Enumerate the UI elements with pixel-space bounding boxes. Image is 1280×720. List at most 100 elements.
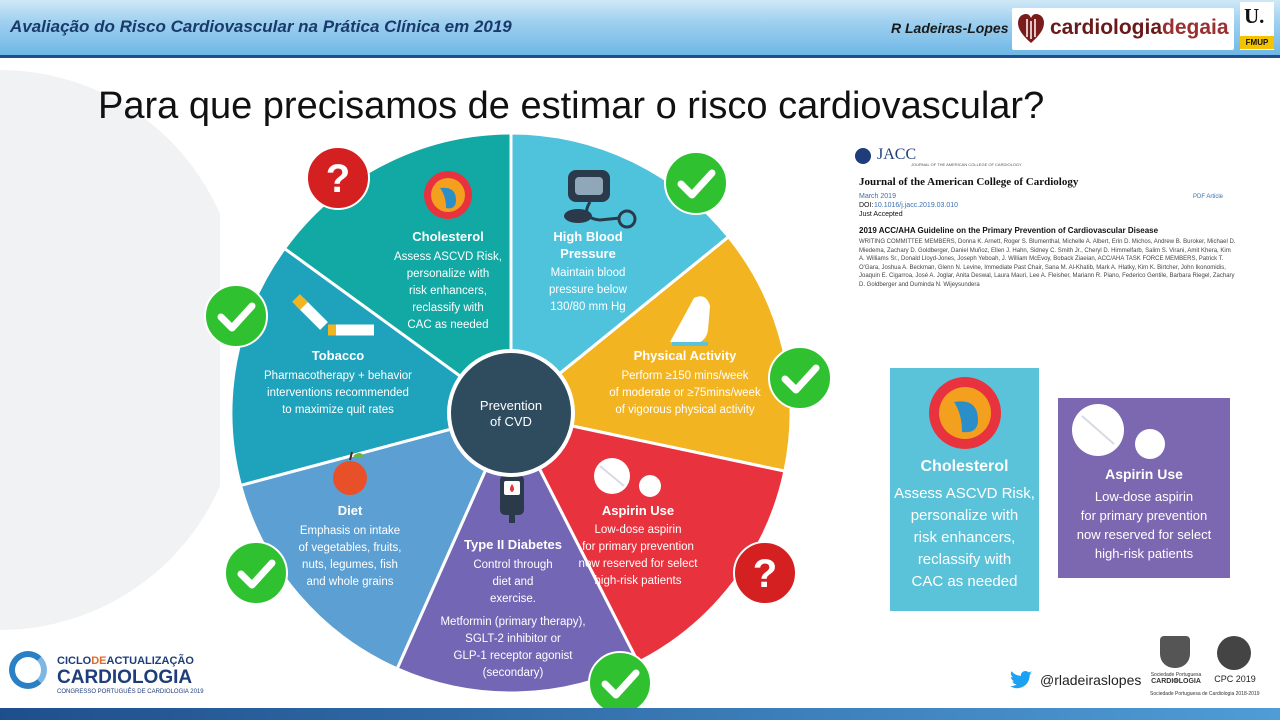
question-mark-icon: ? — [306, 146, 370, 210]
spc-line1: Sociedade Portuguesa de — [1150, 672, 1202, 684]
question-badge-cholesterol: ? — [305, 145, 371, 211]
pills-icon — [594, 458, 661, 497]
wheel-physical-activity-line: Perform ≥150 mins/week — [621, 370, 748, 382]
bottom-band — [0, 708, 1280, 720]
cpc-logo: CPC 2019 — [1212, 634, 1258, 686]
cpc-label: CPC 2019 — [1214, 674, 1256, 684]
heart-icon — [1018, 14, 1044, 43]
fmup-letter: U. — [1244, 4, 1265, 28]
slide-title: Para que precisamos de estimar o risco c… — [98, 85, 1045, 127]
wheel-diabetes-line: (secondary) — [483, 667, 544, 679]
wheel-diabetes-line: Metformin (primary therapy), — [440, 616, 585, 628]
background-shape — [0, 70, 240, 630]
check-badge-physical-activity — [767, 345, 833, 411]
ciclo-line1-a: CICLO — [57, 655, 92, 667]
zoom-cholesterol-panel: Cholesterol Assess ASCVD Risk, personali… — [890, 368, 1039, 611]
wheel-center-line1: Prevention — [480, 398, 542, 413]
wheel-blood-pressure-line: Maintain blood — [551, 267, 626, 279]
zoom-cholesterol-line: Assess ASCVD Risk, — [894, 485, 1035, 502]
wheel-aspirin-line: high-risk patients — [595, 575, 682, 587]
header-bar: Avaliação do Risco Cardiovascular na Prá… — [0, 0, 1280, 55]
zoom-aspirin-panel: Aspirin Use Low-dose aspirin for primary… — [1058, 398, 1230, 578]
wheel-tobacco-title: Tobacco — [312, 348, 365, 363]
wheel-blood-pressure-title: Pressure — [560, 246, 616, 261]
paper-status: Just Accepted — [859, 211, 903, 218]
spc-logo: Sociedade Portuguesa de CARDIOLOGIA — [1150, 634, 1202, 694]
wheel-cholesterol-line: personalize with — [407, 268, 489, 280]
jacc-name: JACC — [877, 146, 917, 163]
ciclo-line2: CARDIOLOGIA — [57, 667, 193, 688]
paper-date: March 2019 — [859, 193, 896, 200]
wheel-cholesterol-line: Assess ASCVD Risk, — [394, 251, 502, 263]
check-mark-icon — [588, 651, 652, 715]
pdf-article-link: PDF Article — [1193, 194, 1224, 200]
paper-doi: 10.1016/j.jacc.2019.03.010 — [874, 202, 959, 209]
aspirin-zoom-icon — [1072, 404, 1165, 459]
twitter-icon — [1010, 671, 1032, 689]
wheel-diet-line: and whole grains — [307, 576, 394, 588]
zoom-cholesterol-title: Cholesterol — [920, 458, 1009, 475]
journal-name: Journal of the American College of Cardi… — [859, 176, 1079, 188]
wheel-aspirin-line: Low-dose aspirin — [595, 524, 682, 536]
cigarette-icon — [292, 294, 374, 336]
wheel-physical-activity-title: Physical Activity — [634, 348, 738, 363]
wheel-diabetes-line: diet and — [493, 576, 534, 588]
brand-text: cardiologiadegaia — [1050, 16, 1229, 40]
ciclo-cardiologia-logo: CICLODEACTUALIZAÇÃO CARDIOLOGIA CONGRESS… — [5, 643, 204, 703]
blood-pressure-icon — [564, 170, 637, 229]
sneaker-icon — [670, 296, 710, 346]
wheel-physical-activity-line: of vigorous physical activity — [615, 404, 755, 416]
wheel-segment-diabetes — [238, 410, 514, 671]
question-badge-aspirin: ? — [732, 540, 798, 606]
wheel-segment-blood-pressure — [507, 234, 793, 473]
check-mark-icon — [664, 151, 728, 215]
spc-heart-icon — [1160, 636, 1190, 668]
cholesterol-icon-core — [440, 187, 456, 209]
wheel-center — [447, 349, 575, 477]
wheel-blood-pressure-line: pressure below — [549, 284, 628, 296]
brand-part2: degaia — [1162, 16, 1229, 39]
wheel-icons — [292, 170, 710, 523]
cpc-heart-icon — [1217, 636, 1251, 670]
check-badge-diet — [223, 540, 289, 606]
question-mark-icon: ? — [733, 541, 797, 605]
wheel-diet-line: nuts, legumes, fish — [302, 559, 398, 571]
header-title: Avaliação do Risco Cardiovascular na Prá… — [10, 17, 512, 36]
zoom-aspirin-line: now reserved for select — [1076, 527, 1212, 542]
paper-doi-label: DOI: — [859, 202, 874, 209]
wheel-diabetes-line: Control through — [473, 559, 552, 571]
ciclo-line3: CONGRESSO PORTUGUÊS DE CARDIOLOGIA 2019 — [57, 689, 204, 695]
wheel-physical-activity-line: of moderate or ≥75mins/week — [609, 387, 761, 399]
check-badge-blood-pressure — [663, 150, 729, 216]
check-mark-icon — [768, 346, 832, 410]
wheel-tobacco-line: interventions recommended — [267, 387, 409, 399]
wheel-diet-line: of vegetables, fruits, — [299, 542, 402, 554]
ciclo-ring-icon — [9, 651, 47, 689]
wheel-diet-title: Diet — [338, 503, 363, 518]
wheel-segment-physical-activity — [508, 410, 787, 665]
zoom-cholesterol-line: reclassify with — [917, 551, 1012, 568]
zoom-cholesterol-line: CAC as needed — [911, 573, 1018, 590]
wheel-cholesterol-title: Cholesterol — [412, 229, 484, 244]
ciclo-line1-c: ACTUALIZAÇÃO — [106, 655, 194, 667]
apple-icon — [333, 451, 367, 495]
ciclo-line1: CICLODEACTUALIZAÇÃO — [57, 655, 194, 667]
zoom-cholesterol-line: risk enhancers, — [913, 529, 1016, 546]
ciclo-line1-b: DE — [91, 655, 107, 667]
check-mark-icon — [204, 284, 268, 348]
fmup-label: FMUP — [1240, 36, 1274, 49]
wheel-aspirin-title: Aspirin Use — [602, 503, 674, 518]
wheel-aspirin-line: for primary prevention — [582, 541, 694, 553]
spc-line2: CARDIOLOGIA — [1151, 678, 1201, 685]
cardiologiadegaia-logo: cardiologiadegaia — [1012, 8, 1234, 50]
check-mark-icon — [224, 541, 288, 605]
fmup-logo: U. FMUP — [1240, 2, 1274, 50]
wheel-diabetes-title: Type II Diabetes — [464, 537, 562, 552]
wheel-diet-line: Emphasis on intake — [300, 525, 400, 537]
spc-footnote: Sociedade Portuguesa de Cardiologia 2018… — [1150, 691, 1260, 697]
wheel-tobacco-line: to maximize quit rates — [282, 404, 394, 416]
zoom-aspirin-line: high-risk patients — [1094, 546, 1194, 561]
